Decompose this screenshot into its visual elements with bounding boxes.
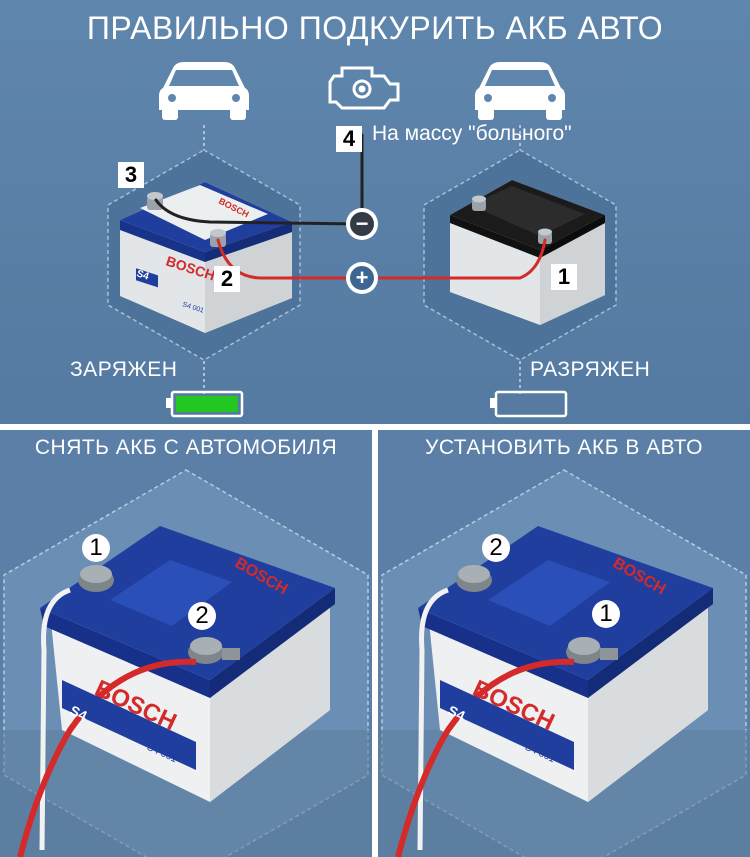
remove-panel: СНЯТЬ АКБ С АВТОМОБИЛЯ S4 BO [0,430,372,857]
top-section: ПРАВИЛЬНО ПОДКУРИТЬ АКБ АВТО [0,0,750,424]
battery-charged [120,182,292,333]
minus-node: − [346,208,378,240]
minus-cable [154,198,364,226]
divider-horizontal [0,424,750,430]
install-panel-title: УСТАНОВИТЬ АКБ В АВТО [424,436,703,459]
remove-diagram [0,469,372,857]
step-badge-1: 1 [551,264,577,290]
install-step-plus: 1 [592,600,620,628]
terminal-minus-charged [147,192,163,210]
plus-node: + [346,262,378,294]
remove-step-plus: 2 [188,602,216,630]
battery-level-discharged-icon [490,390,568,418]
install-panel: УСТАНОВИТЬ АКБ В АВТО S4 BOSCH BOSCH S4 … [378,430,750,857]
page-title: ПРАВИЛЬНО ПОДКУРИТЬ АКБ АВТО [86,10,664,46]
top-diagram: BOSCH BOSCH S4 S4 001 [107,62,617,418]
guide-lines [203,125,521,395]
charged-label: ЗАРЯЖЕН [70,358,178,381]
svg-text:−: − [356,211,369,236]
terminal-plus-discharged [538,228,552,244]
install-step-minus: 2 [482,534,510,562]
car-icon-left [159,62,249,120]
step-badge-4: 4 [336,126,362,152]
remove-panel-title: СНЯТЬ АКБ С АВТОМОБИЛЯ [34,436,338,459]
car-icon-right [475,62,565,120]
discharged-label: РАЗРЯЖЕН [530,358,651,381]
svg-text:+: + [356,265,369,290]
terminal-minus-discharged [472,195,486,211]
step-badge-2: 2 [214,266,240,292]
plus-cable [216,238,547,280]
step-badge-3: 3 [118,162,144,188]
engine-icon [328,66,400,110]
divider-vertical [372,430,378,857]
battery-level-charged-icon [166,390,244,418]
mass-label: На массу "больного" [372,122,572,145]
remove-step-minus: 1 [82,534,110,562]
charged-fill [176,396,238,412]
install-diagram [378,469,750,857]
model-label-top: S4 [135,268,150,282]
